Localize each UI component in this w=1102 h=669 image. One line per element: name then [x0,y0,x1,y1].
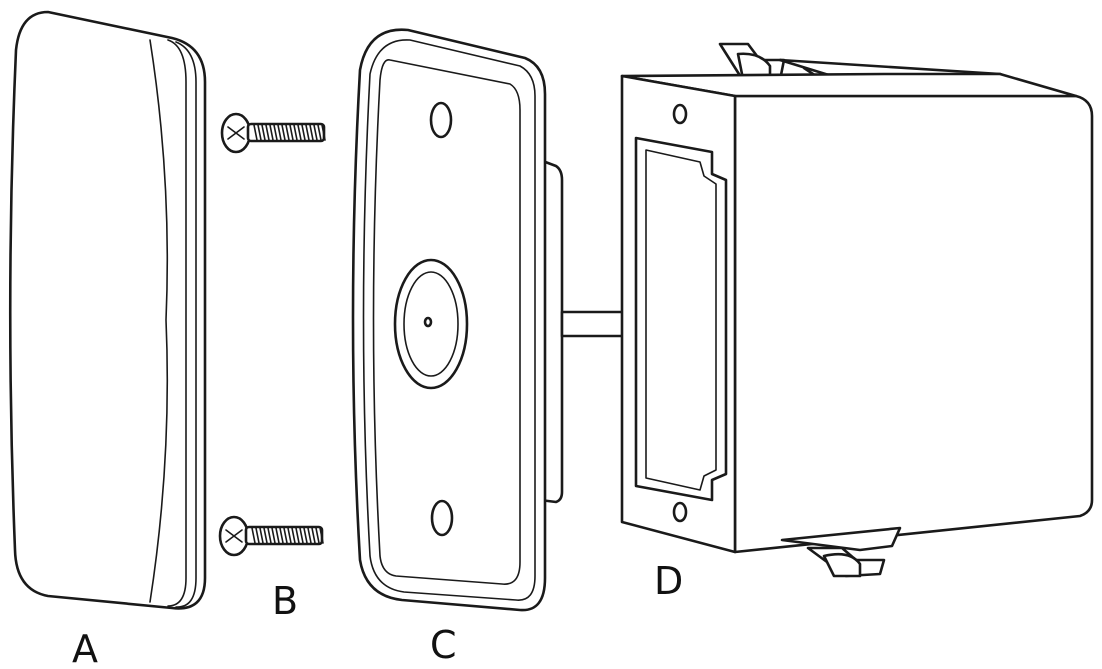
screw-thread-line [269,124,274,141]
screw-bottom [218,515,324,557]
label-b: B [272,579,298,623]
label-d: D [654,559,683,603]
screw-thread-line [265,124,270,141]
screw-thread-line [261,124,266,141]
screw-thread-line [285,124,290,141]
screw-thread-line [305,124,310,141]
label-c: C [430,623,457,667]
screw-thread-line [273,124,278,141]
screw-thread-line [259,527,264,544]
screw-thread-line [317,124,322,141]
screw-thread-line [319,527,324,544]
screw-thread-line [267,527,272,544]
screw-thread-line [299,527,304,544]
screw-thread-line [279,527,284,544]
screw-thread-line [275,527,280,544]
screw-thread-line [255,527,260,544]
screw-thread-line [321,124,326,141]
screw-thread-line [311,527,316,544]
screw-top [220,112,326,154]
screw-thread-line [297,124,302,141]
screw-thread-line [287,527,292,544]
screw-thread-line [253,124,258,141]
bottom-clip [780,526,902,578]
screw-thread-line [257,124,262,141]
screw-thread-line [263,527,268,544]
screw-thread-line [313,124,318,141]
screw-thread-line [295,527,300,544]
screw-thread-line [277,124,282,141]
screw-thread-line [309,124,314,141]
screw-thread-line [271,527,276,544]
screw-thread-line [293,124,298,141]
cover-plate [8,10,207,610]
back-box [620,42,1094,578]
screw-thread-line [301,124,306,141]
screw-thread-line [307,527,312,544]
screw-thread-line [315,527,320,544]
screw-thread-line [251,527,256,544]
screw-thread-line [283,527,288,544]
screw-thread-line [281,124,286,141]
screw-thread-line [303,527,308,544]
screw-thread-line [291,527,296,544]
screw-thread-line [289,124,294,141]
label-a: A [72,627,98,669]
magnet-plate [351,28,564,612]
